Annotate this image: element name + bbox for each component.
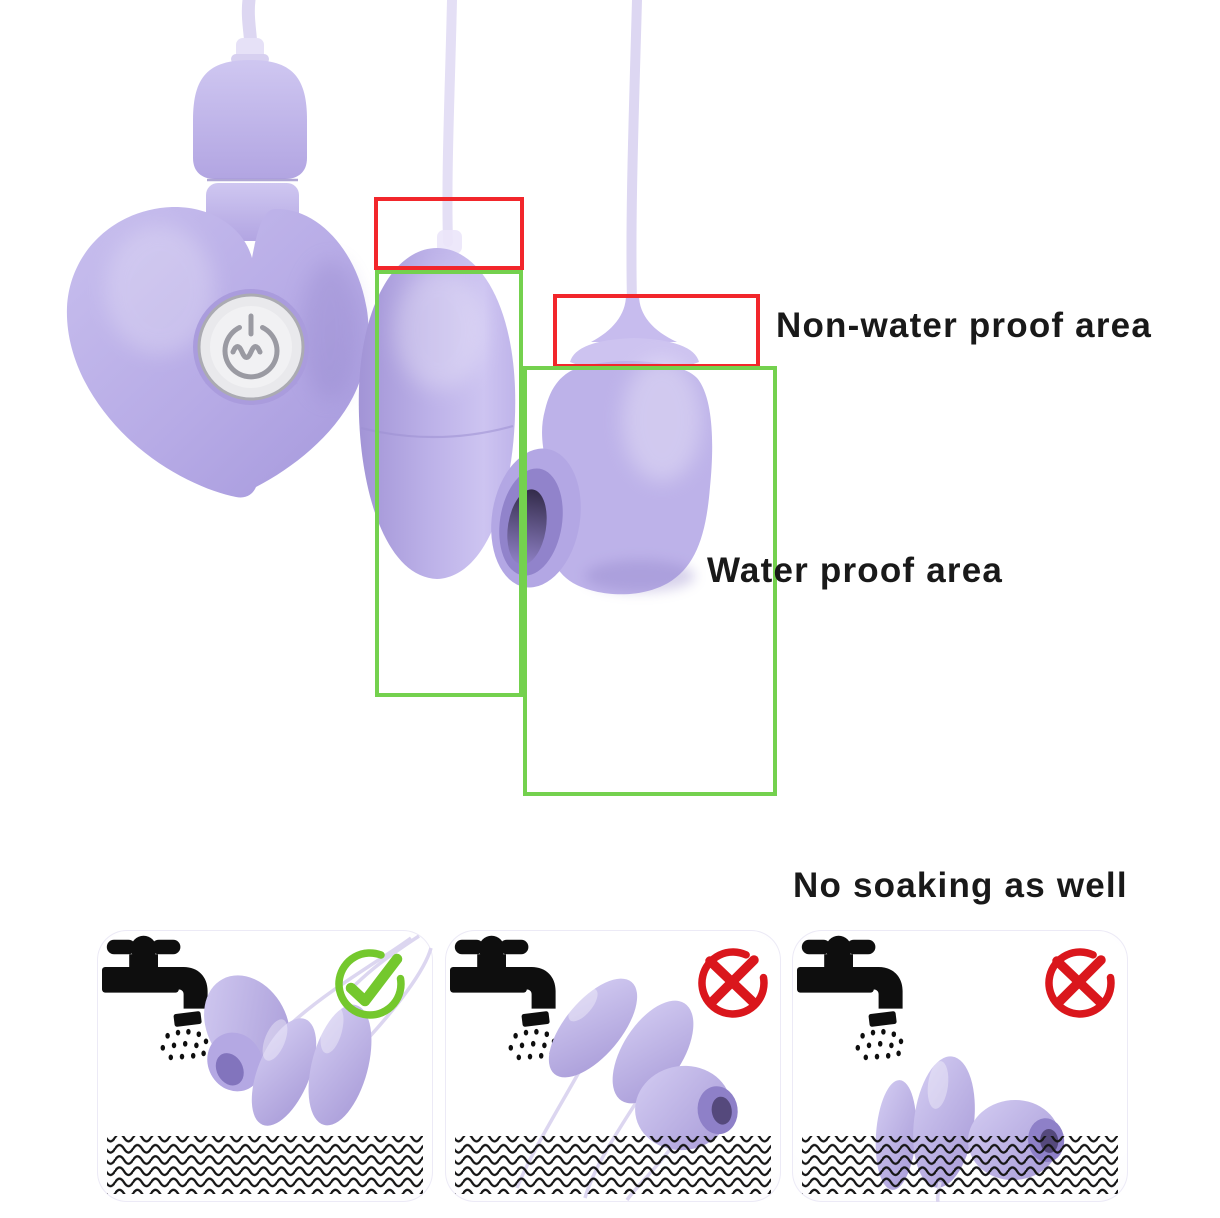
sucker-cable bbox=[591, 0, 677, 342]
water-waves-icon bbox=[107, 1136, 423, 1194]
devices-being-rinsed bbox=[204, 934, 433, 1126]
non-waterproof-label: Non-water proof area bbox=[776, 306, 1152, 345]
panel-rinse-under-tap bbox=[97, 930, 433, 1202]
non-waterproof-box-sucker bbox=[553, 294, 760, 368]
faucet-icon bbox=[797, 935, 904, 1061]
water-waves-icon bbox=[802, 1136, 1118, 1194]
remote-top-cap bbox=[193, 60, 307, 179]
remote-cable bbox=[231, 0, 269, 64]
egg-cable bbox=[437, 0, 462, 254]
heart-remote bbox=[66, 60, 369, 498]
check-circle-icon bbox=[339, 953, 401, 1015]
sucker-mouth-hole bbox=[507, 489, 547, 565]
panel-rinse-at-water-edge bbox=[445, 930, 781, 1202]
bullet-egg bbox=[358, 248, 516, 579]
waterproof-box-sucker bbox=[523, 366, 777, 796]
cross-circle-icon bbox=[1049, 952, 1111, 1014]
water-waves-icon bbox=[455, 1136, 771, 1194]
waterproof-box-egg bbox=[375, 270, 523, 697]
cross-circle-icon bbox=[702, 952, 764, 1014]
non-waterproof-box-egg bbox=[374, 197, 524, 270]
waterproof-label: Water proof area bbox=[707, 551, 1004, 590]
suction-egg bbox=[491, 338, 713, 595]
power-button bbox=[193, 289, 309, 405]
no-soaking-label: No soaking as well bbox=[793, 866, 1128, 905]
product-photo-scene bbox=[66, 0, 713, 595]
faucet-icon bbox=[450, 935, 557, 1061]
faucet-icon bbox=[102, 935, 209, 1061]
panel-soak-in-water bbox=[792, 930, 1128, 1202]
power-button-icon bbox=[222, 313, 280, 380]
